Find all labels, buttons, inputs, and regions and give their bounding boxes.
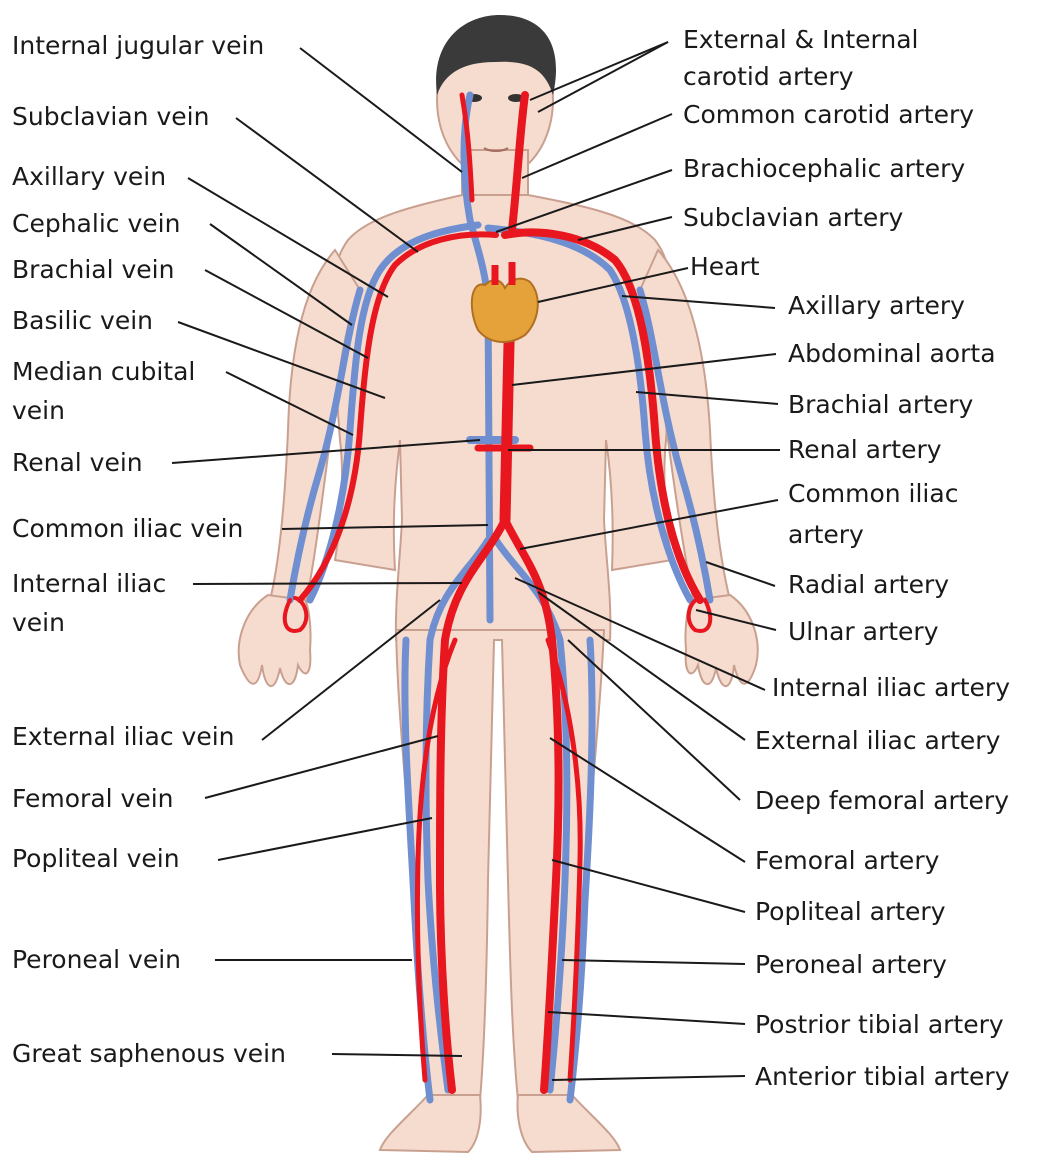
label-radial-artery: Radial artery (788, 566, 949, 604)
label-common-iliac-artery-line2: artery (788, 516, 864, 554)
label-postrior-tibial-artery: Postrior tibial artery (755, 1006, 1004, 1044)
label-popliteal-artery: Popliteal artery (755, 893, 946, 931)
label-anterior-tibial-artery: Anterior tibial artery (755, 1058, 1010, 1096)
label-abdominal-aorta: Abdominal aorta (788, 335, 996, 373)
leader-popliteal-vein (218, 818, 432, 860)
label-external-iliac-vein: External iliac vein (12, 718, 235, 756)
label-basilic-vein: Basilic vein (12, 302, 153, 340)
label-popliteal-vein: Popliteal vein (12, 840, 180, 878)
label-femoral-vein: Femoral vein (12, 780, 174, 818)
label-common-iliac-vein: Common iliac vein (12, 510, 243, 548)
leader-peroneal-artery (562, 960, 745, 964)
label-internal-jugular-vein: Internal jugular vein (12, 27, 264, 65)
label-median-cubital-vein-line1: Median cubital (12, 353, 195, 391)
label-renal-vein: Renal vein (12, 444, 143, 482)
label-internal-iliac-vein-line1: Internal iliac (12, 565, 166, 603)
label-renal-artery: Renal artery (788, 431, 942, 469)
label-subclavian-vein: Subclavian vein (12, 98, 209, 136)
leader-ext-int-carotid-b (538, 42, 668, 112)
label-brachiocephalic-artery: Brachiocephalic artery (683, 150, 965, 188)
label-external-iliac-artery: External iliac artery (755, 722, 1000, 760)
label-brachial-artery: Brachial artery (788, 386, 973, 424)
label-subclavian-artery: Subclavian artery (683, 199, 903, 237)
label-peroneal-vein: Peroneal vein (12, 941, 181, 979)
label-internal-iliac-vein-line2: vein (12, 604, 65, 642)
label-great-saphenous-vein: Great saphenous vein (12, 1035, 286, 1073)
label-peroneal-artery: Peroneal artery (755, 946, 947, 984)
label-axillary-vein: Axillary vein (12, 158, 166, 196)
label-deep-femoral-artery: Deep femoral artery (755, 782, 1009, 820)
label-external-internal-carotid-artery-line1: External & Internal (683, 21, 918, 59)
leader-subclavian-vein (236, 118, 418, 252)
label-external-internal-carotid-artery-line2: carotid artery (683, 58, 854, 96)
label-ulnar-artery: Ulnar artery (788, 613, 939, 651)
label-common-iliac-artery-line1: Common iliac (788, 475, 958, 513)
label-femoral-artery: Femoral artery (755, 842, 939, 880)
leader-internal-iliac-vein (193, 583, 462, 584)
label-heart: Heart (690, 248, 760, 286)
leader-anterior-tibial-artery (552, 1076, 745, 1080)
label-common-carotid-artery: Common carotid artery (683, 96, 974, 134)
label-axillary-artery: Axillary artery (788, 287, 965, 325)
label-median-cubital-vein-line2: vein (12, 392, 65, 430)
label-cephalic-vein: Cephalic vein (12, 205, 180, 243)
label-internal-iliac-artery: Internal iliac artery (772, 669, 1010, 707)
label-brachial-vein: Brachial vein (12, 251, 174, 289)
